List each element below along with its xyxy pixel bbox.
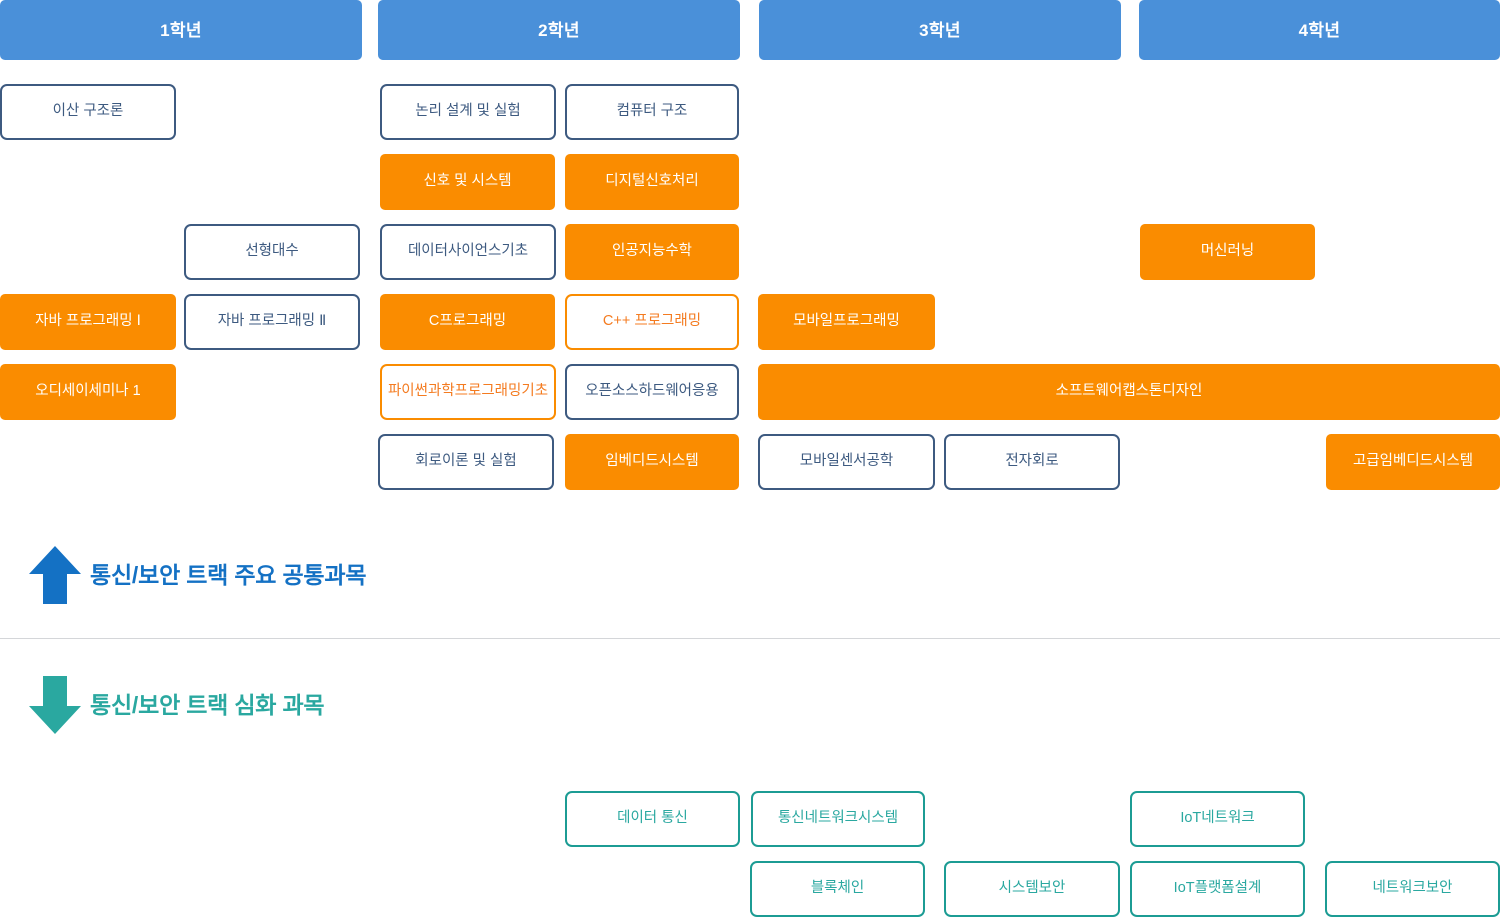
course-box[interactable]: 인공지능수학 — [565, 224, 739, 280]
course-box[interactable]: 이산 구조론 — [0, 84, 176, 140]
arrow-up-icon — [20, 540, 90, 610]
course-box[interactable]: 오픈소스하드웨어응용 — [565, 364, 739, 420]
track-legend-up: 통신/보안 트랙 주요 공통과목 — [20, 540, 366, 610]
course-box[interactable]: 오디세이세미나 1 — [0, 364, 176, 420]
course-box[interactable]: 디지털신호처리 — [565, 154, 739, 210]
course-box[interactable]: 고급임베디드시스템 — [1326, 434, 1500, 490]
course-box[interactable]: 모바일프로그래밍 — [758, 294, 935, 350]
track-course-box[interactable]: 통신네트워크시스템 — [751, 791, 925, 847]
year-header-2: 2학년 — [378, 0, 740, 60]
course-box[interactable]: 선형대수 — [184, 224, 360, 280]
course-box[interactable]: C++ 프로그래밍 — [565, 294, 739, 350]
course-box[interactable]: 소프트웨어캡스톤디자인 — [758, 364, 1500, 420]
course-box[interactable]: 컴퓨터 구조 — [565, 84, 739, 140]
course-box[interactable]: 파이썬과학프로그래밍기초 — [380, 364, 556, 420]
track-course-box[interactable]: IoT플랫폼설계 — [1130, 861, 1305, 917]
track-legend-down: 통신/보안 트랙 심화 과목 — [20, 670, 325, 740]
course-box[interactable]: 논리 설계 및 실험 — [380, 84, 556, 140]
course-box[interactable]: 데이터사이언스기초 — [380, 224, 556, 280]
track-legend-label: 통신/보안 트랙 심화 과목 — [90, 691, 325, 718]
track-legend-label: 통신/보안 트랙 주요 공통과목 — [90, 561, 367, 588]
year-header-1: 1학년 — [0, 0, 362, 60]
course-box[interactable]: 신호 및 시스템 — [380, 154, 555, 210]
track-course-box[interactable]: IoT네트워크 — [1130, 791, 1305, 847]
track-course-box[interactable]: 블록체인 — [750, 861, 925, 917]
course-box[interactable]: C프로그래밍 — [380, 294, 555, 350]
track-course-box[interactable]: 시스템보안 — [944, 861, 1120, 917]
section-divider — [0, 638, 1500, 639]
course-box[interactable]: 자바 프로그래밍 Ⅰ — [0, 294, 176, 350]
course-box[interactable]: 자바 프로그래밍 Ⅱ — [184, 294, 360, 350]
course-box[interactable]: 전자회로 — [944, 434, 1120, 490]
track-course-box[interactable]: 네트워크보안 — [1325, 861, 1500, 917]
course-box[interactable]: 회로이론 및 실험 — [378, 434, 554, 490]
course-box[interactable]: 모바일센서공학 — [758, 434, 935, 490]
course-box[interactable]: 머신러닝 — [1140, 224, 1315, 280]
arrow-down-icon — [20, 670, 90, 740]
course-box[interactable]: 임베디드시스템 — [565, 434, 739, 490]
year-header-3: 3학년 — [759, 0, 1121, 60]
year-header-4: 4학년 — [1139, 0, 1500, 60]
track-course-box[interactable]: 데이터 통신 — [565, 791, 740, 847]
